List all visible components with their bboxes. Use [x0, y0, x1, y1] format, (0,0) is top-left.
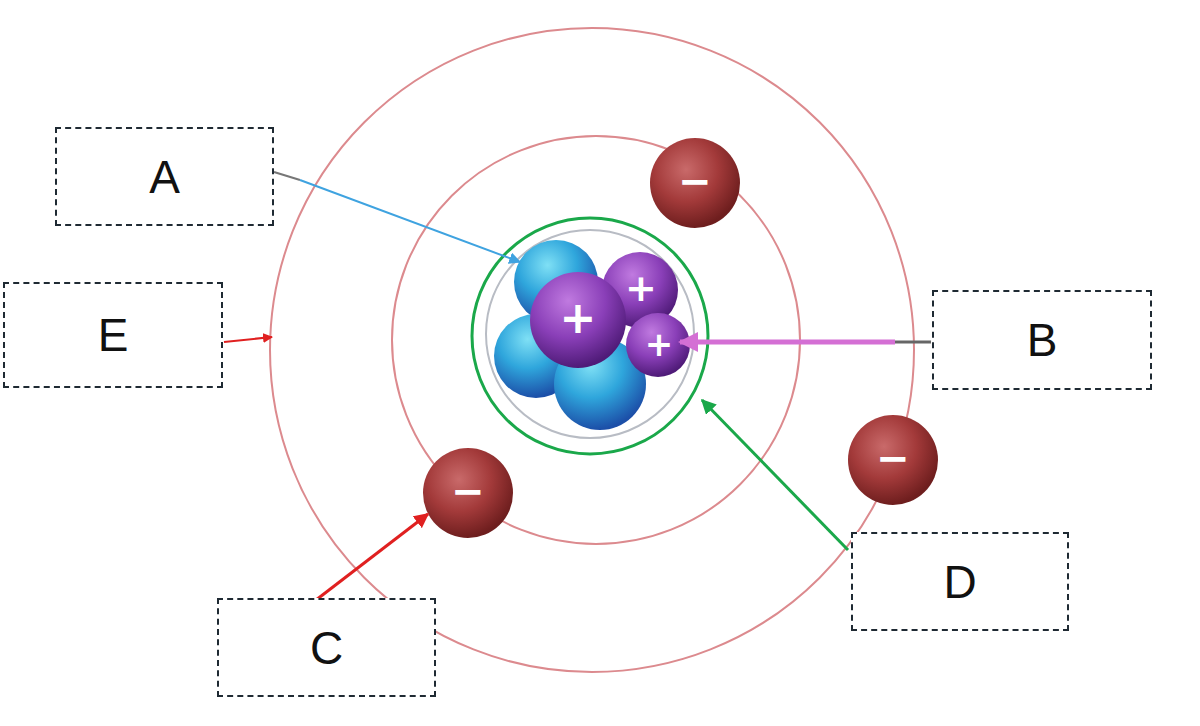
- electron: [650, 138, 740, 228]
- label-box: E: [3, 282, 223, 388]
- outer-orbit: [270, 28, 914, 672]
- callout-letter: D: [943, 559, 976, 605]
- label-box: D: [851, 532, 1069, 631]
- proton: [626, 313, 690, 377]
- charge-sign: −: [876, 438, 910, 478]
- callout-letter: B: [1027, 317, 1058, 363]
- proton: [530, 272, 626, 368]
- callout-letter: E: [98, 312, 129, 358]
- nucleus-boundary: [472, 218, 708, 454]
- label-box: B: [932, 290, 1152, 390]
- leader-line: [300, 180, 520, 262]
- label-box: C: [217, 598, 436, 697]
- leader-line: [274, 172, 300, 180]
- leader-line: [895, 341, 931, 344]
- leader-line: [702, 400, 848, 550]
- callout-letter: A: [149, 154, 180, 200]
- charge-sign: +: [625, 269, 657, 307]
- charge-sign: −: [678, 161, 712, 201]
- electron: [423, 448, 513, 538]
- charge-sign: +: [645, 327, 674, 361]
- label-box: A: [55, 127, 274, 226]
- electron: [848, 415, 938, 505]
- leader-line: [224, 337, 272, 342]
- leader-line: [680, 340, 895, 345]
- callout-letter: C: [310, 625, 343, 671]
- charge-sign: −: [451, 471, 485, 511]
- leader-line: [316, 514, 428, 600]
- charge-sign: +: [560, 296, 597, 340]
